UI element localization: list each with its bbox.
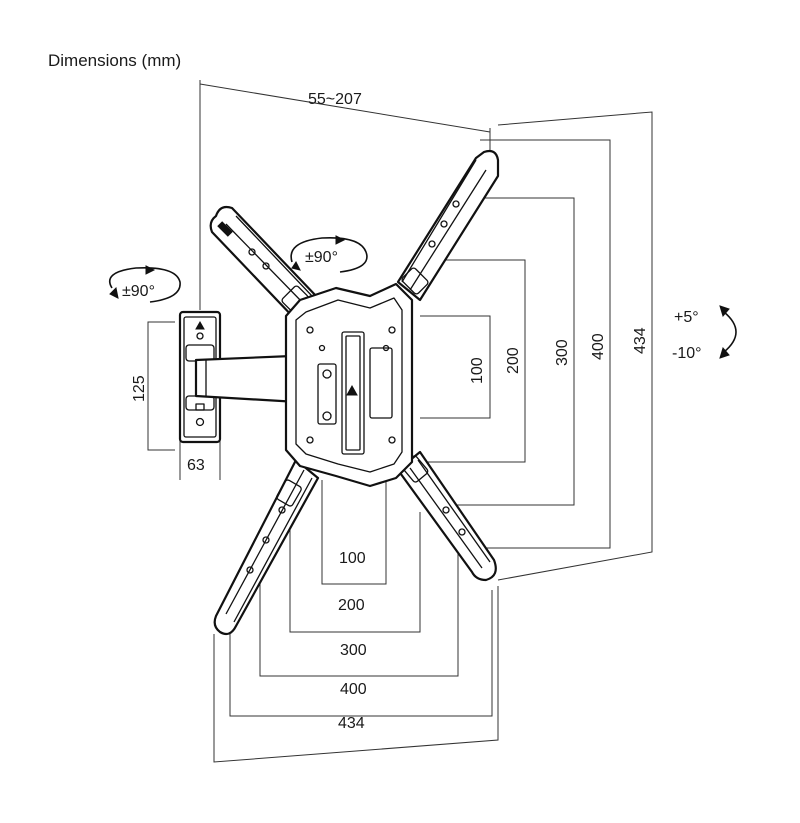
swivel-arm [194,354,300,404]
vesa-v-434: 434 [632,327,649,354]
vesa-h-200: 200 [338,597,365,614]
diagram-title: Dimensions (mm) [48,51,181,70]
tilt-down-label: -10° [672,345,702,362]
center-plate [284,282,414,488]
vesa-h-400: 400 [340,681,367,698]
vesa-h-434: 434 [338,715,365,732]
vesa-v-300: 300 [554,339,571,366]
wall-plate-width-label: 63 [187,457,205,474]
vesa-v-100: 100 [469,357,486,384]
arm-swivel-label: ±90° [122,283,155,300]
depth-dimension: 55~207 [199,80,491,310]
plate-rotation-indicator: ±90° [290,235,368,273]
vesa-bracket [209,149,500,636]
tilt-indicator: +5° -10° [672,305,737,362]
tilt-up-label: +5° [674,309,699,326]
wall-plate-dimensions: 125 63 [131,321,221,480]
vesa-v-200: 200 [505,347,522,374]
plate-rotation-label: ±90° [305,249,338,266]
vesa-v-400: 400 [590,333,607,360]
vesa-h-300: 300 [340,642,367,659]
depth-range-label: 55~207 [308,91,362,108]
horizontal-vesa-dimensions: 100 200 300 400 434 [213,480,499,763]
wall-plate-height-label: 125 [131,375,148,402]
arm-swivel-indicator: ±90° [108,265,181,303]
vesa-h-100: 100 [339,550,366,567]
vertical-vesa-dimensions: 100 200 300 400 434 [420,111,653,581]
